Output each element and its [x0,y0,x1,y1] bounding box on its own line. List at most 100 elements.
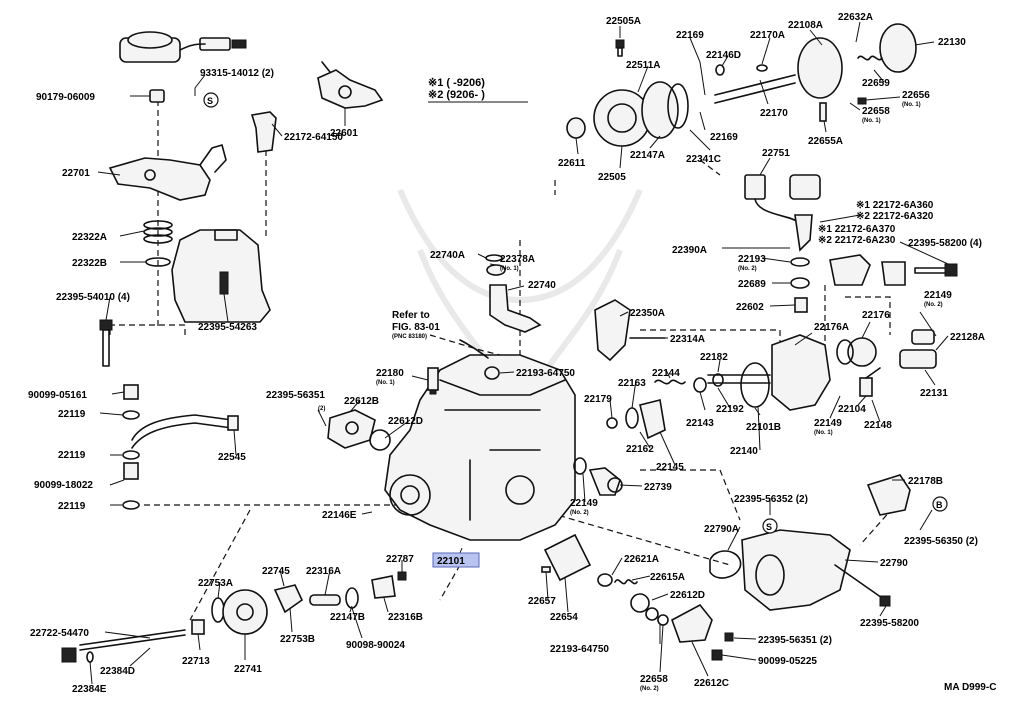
part-label[interactable]: 22753A [198,578,233,589]
part-label[interactable]: 22180 [376,368,404,379]
part-label[interactable]: 22104 [838,404,866,415]
part-label[interactable]: 22314A [670,334,705,345]
part-label[interactable]: 22140 [730,446,758,457]
part-label[interactable]: 22395-58200 [860,618,919,629]
part-label[interactable]: 22350A [630,308,665,319]
part-label[interactable]: 22612C [694,678,729,689]
part-label[interactable]: 22322B [72,258,107,269]
part-label[interactable]: 22146E [322,510,357,521]
part-label[interactable]: ※1 22172-6A360 [856,200,934,211]
part-label[interactable]: 22395-56352 (2) [734,494,808,505]
part-label[interactable]: 22656 [902,90,930,101]
part-label[interactable]: 22658 [862,106,890,117]
part-label[interactable]: 22602 [736,302,764,313]
part-label[interactable]: 22632A [838,12,873,23]
part-label[interactable]: 22119 [58,450,86,461]
part-label[interactable]: 22193-64750 [550,644,609,655]
part-label[interactable]: 22787 [386,554,414,565]
part-label[interactable]: 22101B [746,422,781,433]
part-label[interactable]: 22612D [670,590,705,601]
part-label[interactable]: 22147B [330,612,365,623]
part-label[interactable]: 22745 [262,566,290,577]
part-label[interactable]: 22193-64750 [516,368,575,379]
part-label[interactable]: 90099-05225 [758,656,817,667]
part-label[interactable]: 22395-54263 [198,322,257,333]
part-label[interactable]: 22148 [864,420,892,431]
highlighted-part-label[interactable]: 22101 [437,556,465,567]
part-label[interactable]: 22130 [938,37,966,48]
part-label[interactable]: 22149 [814,418,842,429]
part-label[interactable]: 90098-90024 [346,640,405,651]
part-label[interactable]: 22170A [750,30,785,41]
part-label[interactable]: 22722-54470 [30,628,89,639]
part-label[interactable]: 22612D [388,416,423,427]
part-label[interactable]: 22621A [624,554,659,565]
part-label[interactable]: 22658 [640,674,668,685]
part-label[interactable]: ※2 22172-6A230 [818,235,896,246]
part-label[interactable]: 90099-05161 [28,390,87,401]
part-label[interactable]: 22108A [788,20,823,31]
part-label[interactable]: 22131 [920,388,948,399]
part-label[interactable]: 22143 [686,418,714,429]
part-label[interactable]: 22654 [550,612,578,623]
part-label[interactable]: 22119 [58,501,86,512]
part-label[interactable]: 22341C [686,154,721,165]
part-label[interactable]: 22182 [700,352,728,363]
part-label[interactable]: 22740A [430,250,465,261]
part-label[interactable]: 22128A [950,332,985,343]
part-label[interactable]: 22511A [626,60,660,71]
part-label[interactable]: 22384D [100,666,135,677]
part-label[interactable]: 22192 [716,404,744,415]
part-label[interactable]: 22322A [72,232,107,243]
part-label[interactable]: 22163 [618,378,646,389]
part-label[interactable]: 22172-64150 [284,132,343,143]
part-label[interactable]: 90179-06009 [36,92,95,103]
part-label[interactable]: 22162 [626,444,654,455]
part-label[interactable]: 22169 [676,30,704,41]
part-label[interactable]: 22145 [656,462,684,473]
part-label[interactable]: 22395-56351 [266,390,325,401]
part-label[interactable]: 22178B [908,476,943,487]
part-label[interactable]: 22790A [704,524,739,535]
part-label[interactable]: 22149 [570,498,598,509]
part-label[interactable]: 22395-56351 (2) [758,635,832,646]
part-label[interactable]: 22612B [344,396,379,407]
part-label[interactable]: 22378A [500,254,535,265]
part-label[interactable]: 22615A [650,572,685,583]
part-label[interactable]: 22545 [218,452,246,463]
part-label[interactable]: 22701 [62,168,90,179]
part-label[interactable]: 22395-54010 (4) [56,292,130,303]
part-label[interactable]: ※1 22172-6A370 [818,224,896,235]
part-label[interactable]: ※2 22172-6A320 [856,211,934,222]
part-label[interactable]: 22657 [528,596,556,607]
part-label[interactable]: 22169 [710,132,738,143]
part-label[interactable]: 22611 [558,158,586,169]
part-label[interactable]: 22170 [760,108,788,119]
highlighted-part-box[interactable] [432,552,480,568]
part-label[interactable]: 90099-18022 [34,480,93,491]
part-label[interactable]: 22144 [652,368,680,379]
part-label[interactable]: 22505A [606,16,641,27]
part-label[interactable]: 22659 [862,78,890,89]
part-label[interactable]: 22176A [814,322,849,333]
part-label[interactable]: 22601 [330,128,358,139]
part-label[interactable]: 22149 [924,290,952,301]
part-label[interactable]: 22505 [598,172,626,183]
part-label[interactable]: 22689 [738,279,766,290]
part-label[interactable]: 22741 [234,664,262,675]
part-label[interactable]: 22751 [762,148,790,159]
part-label[interactable]: 22713 [182,656,210,667]
part-label[interactable]: 22395-56350 (2) [904,536,978,547]
part-label[interactable]: 22395-58200 (4) [908,238,982,249]
part-label[interactable]: 22390A [672,245,707,256]
part-label[interactable]: 22384E [72,684,107,695]
part-label[interactable]: 22179 [584,394,612,405]
part-label[interactable]: 22147A [630,150,665,161]
part-label[interactable]: 22176 [862,310,890,321]
part-label[interactable]: 93315-14012 (2) [200,68,274,79]
part-label[interactable]: 22316A [306,566,341,577]
part-label[interactable]: 22119 [58,409,86,420]
part-label[interactable]: 22740 [528,280,556,291]
part-label[interactable]: 22790 [880,558,908,569]
part-label[interactable]: 22739 [644,482,672,493]
